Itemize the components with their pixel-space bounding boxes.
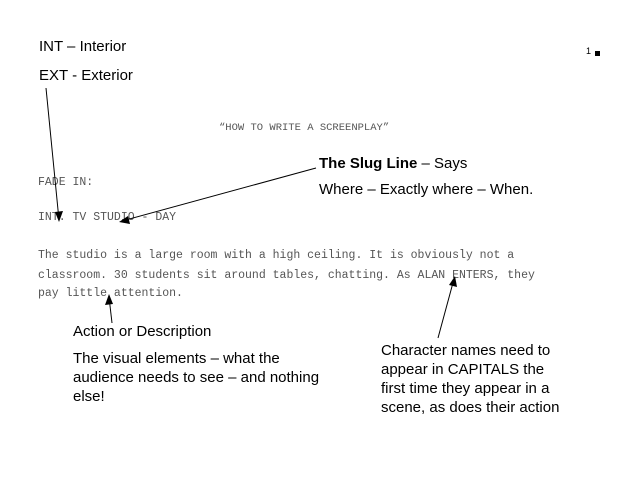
character-note-line: first time they appear in a	[381, 380, 550, 397]
action-line: pay little attention.	[38, 287, 183, 300]
slug-line-note-heading: The Slug Line – Says	[319, 155, 467, 172]
character-arrowhead	[449, 276, 457, 287]
action-line: classroom. 30 students sit around tables…	[38, 269, 535, 282]
character-note-line: Character names need to	[381, 342, 551, 359]
screenplay-title: “HOW TO WRITE A SCREENPLAY”	[219, 122, 390, 134]
ext-definition: EXT - Exterior	[39, 67, 133, 84]
slug-line-note-body: Where – Exactly where – When.	[319, 181, 534, 198]
character-note-line: appear in CAPITALS the	[381, 361, 545, 378]
slug-line-says: – Says	[417, 155, 468, 172]
int-arrow	[45, 87, 60, 221]
action-note-line: The visual elements – what the	[73, 350, 280, 367]
slug-arrowhead	[119, 216, 130, 224]
action-note-line: audience needs to see – and nothing	[73, 369, 320, 386]
bullet-mark	[595, 51, 600, 56]
slug-arrow	[121, 167, 317, 222]
page-number: 1	[586, 46, 592, 56]
action-line: The studio is a large room with a high c…	[38, 249, 515, 262]
action-note-heading: Action or Description	[73, 323, 212, 340]
fade-in: FADE IN:	[38, 176, 94, 189]
int-definition: INT – Interior	[39, 38, 127, 55]
character-note-line: scene, as does their action	[381, 399, 560, 416]
slug-line-label: The Slug Line	[319, 155, 418, 172]
character-arrow	[437, 278, 455, 339]
int-arrowhead	[55, 211, 63, 222]
action-arrowhead	[105, 294, 113, 305]
scene-heading: INT. TV STUDIO - DAY	[38, 211, 177, 224]
action-note-line: else!	[73, 388, 105, 405]
